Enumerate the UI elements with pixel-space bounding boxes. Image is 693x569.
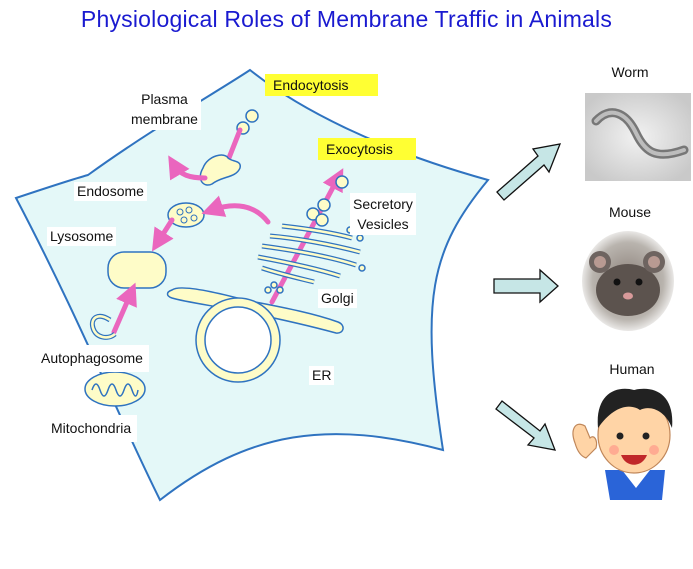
er-label: ER	[309, 366, 335, 385]
endosome-to-lysosome-arrow	[151, 217, 175, 252]
worm-photo	[585, 93, 691, 181]
lysosome-shape	[107, 251, 167, 289]
secretory-vesicles-shapes	[306, 175, 349, 227]
autophagosome-inner	[91, 315, 116, 339]
arrow-to-human	[495, 400, 557, 451]
mitochondria-label: Mitochondria	[45, 415, 138, 442]
autophagosome-label: Autophagosome	[35, 345, 149, 372]
mouse-photo	[582, 231, 674, 331]
endosome-shape	[167, 202, 205, 228]
golgi-label: Golgi	[318, 289, 357, 308]
arrow-to-mouse	[493, 268, 559, 304]
human-label: Human	[609, 361, 655, 377]
plasma-membrane-label: Plasma membrane	[128, 88, 201, 130]
golgi-to-endosome-arrow	[201, 195, 271, 225]
recycling-arrow	[168, 155, 208, 181]
secretory-vesicles-label-line1: Secretory	[353, 196, 413, 212]
human-illustration	[572, 388, 673, 500]
secretory-vesicles-label-line2: Vesicles	[357, 216, 409, 232]
page-title: Physiological Roles of Membrane Traffic …	[80, 6, 613, 32]
er-ring	[195, 297, 281, 383]
autophagosome-to-lysosome-arrow	[111, 282, 137, 335]
secretory-vesicles-label: Secretory Vesicles	[350, 193, 416, 235]
early-endosome-shape	[199, 154, 241, 186]
plasma-membrane-label-line1: Plasma	[141, 91, 188, 107]
exocytosis-label: Exocytosis	[318, 138, 416, 160]
endosome-label: Endosome	[74, 182, 147, 201]
mitochondria-shape	[84, 371, 146, 407]
arrow-to-worm	[496, 143, 562, 201]
lysosome-label: Lysosome	[47, 227, 117, 246]
golgi-apparatus	[257, 223, 366, 294]
endocytosis-label: Endocytosis	[265, 74, 378, 96]
plasma-membrane-label-line2: membrane	[131, 111, 198, 127]
mouse-label: Mouse	[608, 204, 652, 220]
worm-label: Worm	[611, 64, 649, 80]
